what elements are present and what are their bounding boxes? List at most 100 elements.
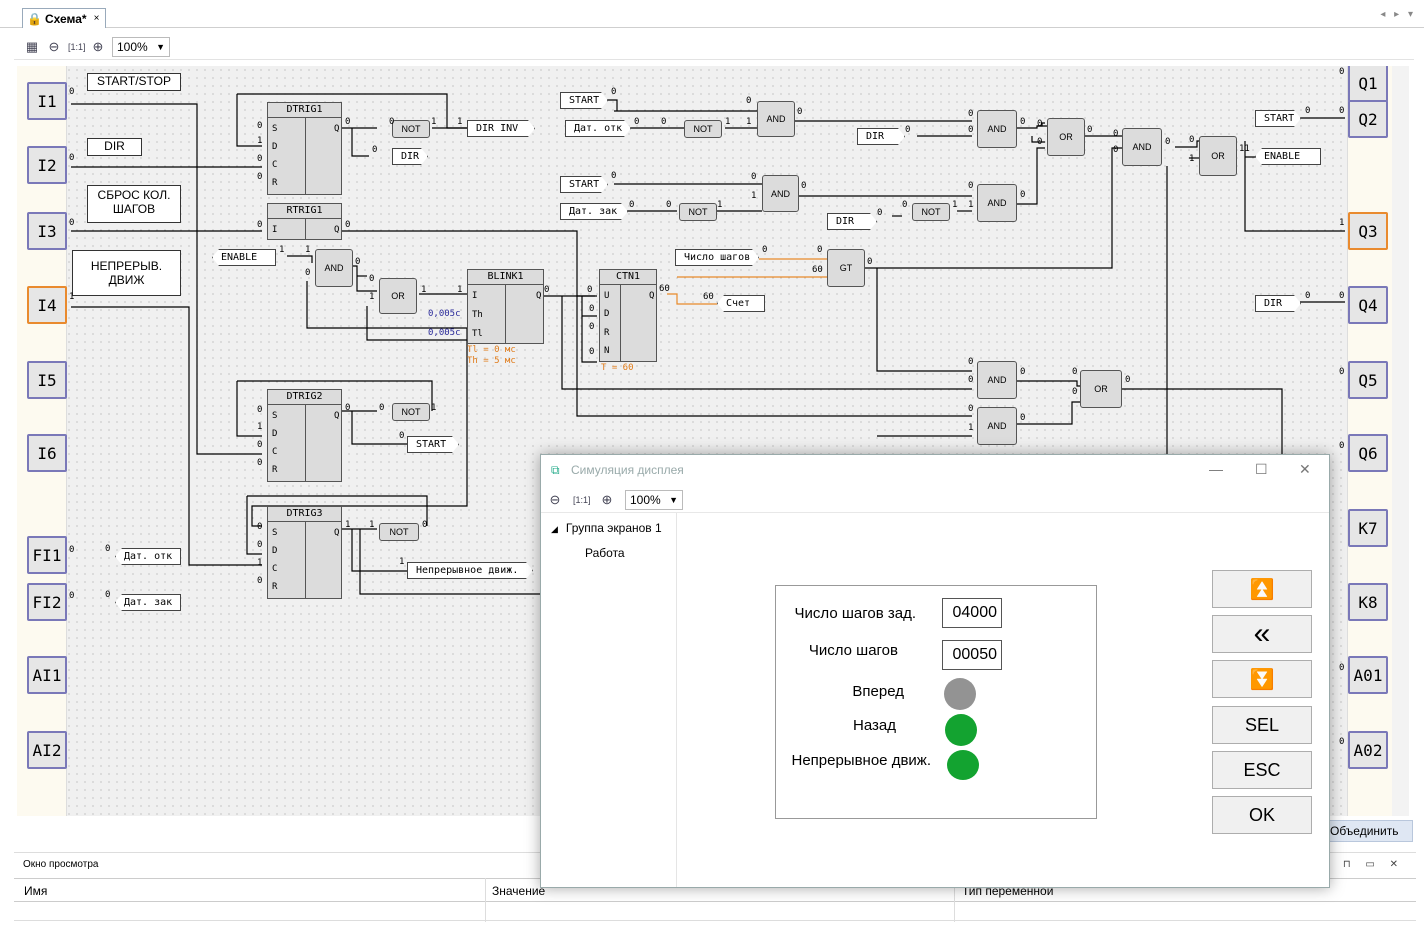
gate-gt[interactable]: GT [827, 249, 865, 287]
close-icon[interactable]: ✕ [1299, 461, 1311, 477]
gate-and-7[interactable]: AND [977, 407, 1017, 445]
block-ctn1[interactable]: CTN1 U D R N Q [599, 269, 657, 362]
dialog-titlebar[interactable]: ⧉ Симуляция дисплея — ☐ ✕ [541, 455, 1329, 485]
gate-not-2[interactable]: NOT [392, 403, 430, 421]
zoom-out-icon[interactable]: ⊖ [48, 38, 60, 54]
tag-count-out[interactable]: Счет [717, 295, 765, 312]
gate-or-3[interactable]: OR [1080, 370, 1122, 408]
tag-cont-move[interactable]: Непрерывное движ. [407, 562, 533, 579]
output-port-q6[interactable]: Q6 [1348, 434, 1388, 472]
gate-or-2[interactable]: OR [1199, 136, 1237, 176]
zoom-in-icon[interactable]: ⊕ [92, 38, 104, 54]
grid-icon[interactable]: ▦ [25, 38, 39, 54]
tag-start-in-2[interactable]: START [560, 176, 608, 193]
tag-dir-in-1[interactable]: DIR [857, 128, 905, 145]
minimize-icon[interactable]: — [1209, 461, 1223, 477]
output-port-a01[interactable]: A01 [1348, 656, 1388, 694]
comment-continuous[interactable]: НЕПРЕРЫВ. ДВИЖ [72, 250, 181, 296]
gate-and-5[interactable]: AND [977, 184, 1017, 222]
gate-and-enable[interactable]: AND [315, 249, 353, 287]
gate-not-3[interactable]: NOT [379, 523, 419, 541]
input-port-i1[interactable]: I1 [27, 82, 67, 120]
tag-start-q2[interactable]: START [1255, 110, 1301, 127]
input-port-fi2[interactable]: FI2 [27, 583, 67, 621]
zoom-out-icon[interactable]: ⊖ [549, 491, 561, 507]
zoom-reset-icon[interactable]: [1:1] [68, 41, 86, 52]
tag-enable-out[interactable]: ENABLE [1255, 148, 1321, 165]
col-value[interactable]: Значение [492, 884, 546, 898]
zoom-in-icon[interactable]: ⊕ [601, 491, 613, 507]
schema-canvas[interactable]: I1 I2 I3 I4 I5 I6 FI1 FI2 AI1 AI2 Q1 Q2 … [17, 66, 1409, 816]
input-port-ai1[interactable]: AI1 [27, 656, 67, 694]
block-dtrig2[interactable]: DTRIG2 S D C R Q [267, 389, 342, 482]
key-up-button[interactable]: ⏫ [1212, 570, 1312, 608]
block-blink1[interactable]: BLINK1 I Th Tl Q [467, 269, 544, 344]
block-rtrig1[interactable]: RTRIG1 I Q [267, 203, 342, 240]
tag-enable-in[interactable]: ENABLE [212, 249, 276, 266]
input-port-i4[interactable]: I4 [27, 286, 67, 324]
output-port-a02[interactable]: A02 [1348, 731, 1388, 769]
output-port-q5[interactable]: Q5 [1348, 361, 1388, 399]
tag-dat-otk-in[interactable]: Дат. отк [565, 120, 631, 137]
gate-or-1[interactable]: OR [1047, 118, 1085, 156]
tag-dir-inv[interactable]: DIR INV [467, 120, 535, 137]
tree-group[interactable]: ◢Группа экранов 1 [551, 521, 662, 535]
tag-dir-in-2[interactable]: DIR [827, 213, 877, 230]
tab-schema[interactable]: 🔒 Схема* × [22, 8, 107, 28]
field-steps-value[interactable]: 00050 [942, 640, 1002, 670]
tag-dat-otk-out[interactable]: Дат. отк [115, 548, 181, 565]
key-down-button[interactable]: ⏬ [1212, 660, 1312, 698]
col-name[interactable]: Имя [24, 884, 48, 898]
tag-steps-in[interactable]: Число шагов [675, 249, 759, 266]
zoom-reset-icon[interactable]: [1:1] [573, 494, 591, 505]
tag-start-out[interactable]: START [407, 436, 459, 453]
output-port-k7[interactable]: K7 [1348, 509, 1388, 547]
gate-and-4[interactable]: AND [762, 175, 799, 212]
field-steps-set-value[interactable]: 04000 [942, 598, 1002, 628]
tag-dir-1[interactable]: DIR [392, 148, 428, 165]
key-left-button[interactable]: « [1212, 615, 1312, 653]
gate-or-blink[interactable]: OR [379, 278, 417, 314]
vertical-scrollbar[interactable] [1392, 66, 1409, 816]
comment-dir[interactable]: DIR [87, 138, 142, 156]
output-port-k8[interactable]: K8 [1348, 583, 1388, 621]
gate-not-1[interactable]: NOT [392, 120, 430, 138]
expand-icon[interactable]: ◢ [551, 524, 558, 534]
zoom-select[interactable]: 100%▼ [112, 36, 170, 57]
input-port-i3[interactable]: I3 [27, 212, 67, 250]
tag-dat-zak-in[interactable]: Дат. зак [560, 203, 628, 220]
close-icon[interactable]: × [93, 12, 100, 24]
gate-not-4[interactable]: NOT [684, 120, 722, 138]
input-port-i6[interactable]: I6 [27, 434, 67, 472]
table-row[interactable] [14, 902, 1416, 921]
block-dtrig3[interactable]: DTRIG3 S D C R Q [267, 506, 342, 599]
block-dtrig1[interactable]: DTRIG1 S D C R Q [267, 102, 342, 195]
input-port-i5[interactable]: I5 [27, 361, 67, 399]
output-port-q1[interactable]: Q1 [1348, 66, 1388, 102]
tree-item-work[interactable]: Работа [585, 546, 625, 560]
output-port-q4[interactable]: Q4 [1348, 286, 1388, 324]
dialog-zoom-select[interactable]: 100%▼ [625, 489, 683, 510]
tag-start-in-1[interactable]: START [560, 92, 608, 109]
gate-and-6[interactable]: AND [977, 361, 1017, 399]
key-esc-button[interactable]: ESC [1212, 751, 1312, 789]
gate-not-5[interactable]: NOT [679, 203, 717, 221]
comment-reset[interactable]: СБРОС КОЛ. ШАГОВ [87, 185, 181, 223]
comment-start-stop[interactable]: START/STOP [87, 73, 181, 91]
output-port-q2[interactable]: Q2 [1348, 100, 1388, 138]
combine-button[interactable]: Объединить [1323, 820, 1413, 842]
panel-controls[interactable]: ⊓ ▭ ✕ [1342, 859, 1404, 870]
input-port-fi1[interactable]: FI1 [27, 536, 67, 574]
input-port-ai2[interactable]: AI2 [27, 731, 67, 769]
maximize-icon[interactable]: ☐ [1255, 461, 1268, 477]
tag-dir-q4[interactable]: DIR [1255, 295, 1301, 312]
tab-nav-arrows[interactable]: ◂ ▸ ▾ [1380, 9, 1416, 20]
key-ok-button[interactable]: OK [1212, 796, 1312, 834]
tag-dat-zak-out[interactable]: Дат. зак [115, 594, 181, 611]
gate-and-2[interactable]: AND [977, 110, 1017, 148]
output-port-q3[interactable]: Q3 [1348, 212, 1388, 250]
gate-and-3[interactable]: AND [1122, 128, 1162, 166]
gate-and-1[interactable]: AND [757, 101, 795, 137]
key-sel-button[interactable]: SEL [1212, 706, 1312, 744]
input-port-i2[interactable]: I2 [27, 146, 67, 184]
